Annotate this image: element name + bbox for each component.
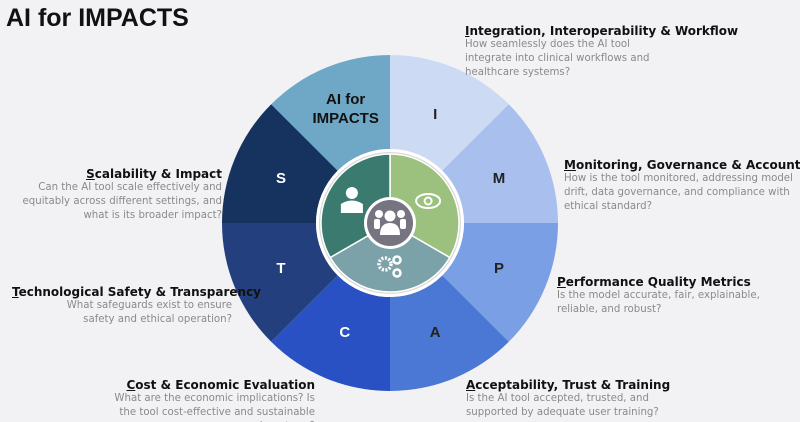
- item-heading: Technological Safety & Transparency: [12, 285, 262, 299]
- item-heading: Scalability & Impact: [86, 167, 222, 181]
- item-heading: Integration, Interoperability & Workflow: [465, 24, 739, 38]
- segment-letter: P: [494, 260, 504, 277]
- item-description: How is the tool monitored, addressing mo…: [564, 173, 793, 212]
- eye-pupil-icon: [423, 196, 433, 206]
- segment-letter: M: [493, 170, 506, 187]
- segment-letter: I: [433, 106, 437, 123]
- segment-p: [442, 223, 558, 342]
- people-body-icon: [400, 219, 406, 229]
- item-monitoring: Monitoring, Governance & Accountability …: [564, 158, 800, 214]
- wheel-title-label: AI for: [326, 91, 365, 108]
- people-icon: [397, 210, 405, 218]
- people-body-icon: [380, 223, 400, 235]
- segment-t: [222, 223, 338, 342]
- segment-letter: A: [430, 324, 441, 341]
- segment-s: [222, 104, 338, 223]
- item-heading: Cost & Economic Evaluation: [126, 378, 315, 392]
- item-description: Is the model accurate, fair, explainable…: [557, 290, 760, 315]
- segment-a: [390, 275, 509, 392]
- item-heading: Performance Quality Metrics: [557, 275, 751, 289]
- gear-icon: [392, 255, 402, 265]
- people-body-icon: [374, 219, 380, 229]
- item-description: What are the economic implications? Is t…: [114, 393, 315, 422]
- item-integration: Integration, Interoperability & Workflow…: [465, 24, 765, 80]
- doctor-icon: [345, 187, 358, 199]
- item-heading: Monitoring, Governance & Accountability: [564, 158, 800, 172]
- item-description: How seamlessly does the AI tool integrat…: [465, 39, 650, 78]
- people-icon: [375, 210, 383, 218]
- gear-icon: [377, 256, 393, 272]
- segment-m: [442, 104, 558, 223]
- people-icon: [384, 210, 396, 222]
- segment-letter: S: [276, 170, 286, 187]
- doctor-body-icon: [340, 200, 363, 213]
- item-scalability: Scalability & Impact Can the AI tool sca…: [6, 167, 223, 223]
- page-title: AI for IMPACTS: [6, 4, 189, 32]
- item-cost: Cost & Economic Evaluation What are the …: [100, 378, 315, 422]
- item-technological: Technological Safety & Transparency What…: [12, 285, 262, 327]
- segment-letter: T: [276, 260, 285, 277]
- gear-icon: [392, 268, 402, 278]
- item-description: What safeguards exist to ensure safety a…: [66, 300, 232, 325]
- inner-sector-2: [329, 222, 451, 293]
- item-description: Can the AI tool scale effectively and eq…: [22, 182, 223, 221]
- eye-icon: [415, 193, 442, 209]
- item-acceptability: Acceptability, Trust & Training Is the A…: [466, 378, 706, 420]
- segment-i: [390, 55, 509, 171]
- item-performance: Performance Quality Metrics Is the model…: [557, 275, 797, 317]
- segment-c: [271, 275, 390, 391]
- item-description: Is the AI tool accepted, trusted, and su…: [466, 393, 659, 418]
- segment-title: [271, 55, 390, 171]
- item-heading: Acceptability, Trust & Training: [466, 378, 671, 392]
- wheel-title-label: IMPACTS: [312, 110, 378, 127]
- segment-letter: C: [339, 324, 350, 341]
